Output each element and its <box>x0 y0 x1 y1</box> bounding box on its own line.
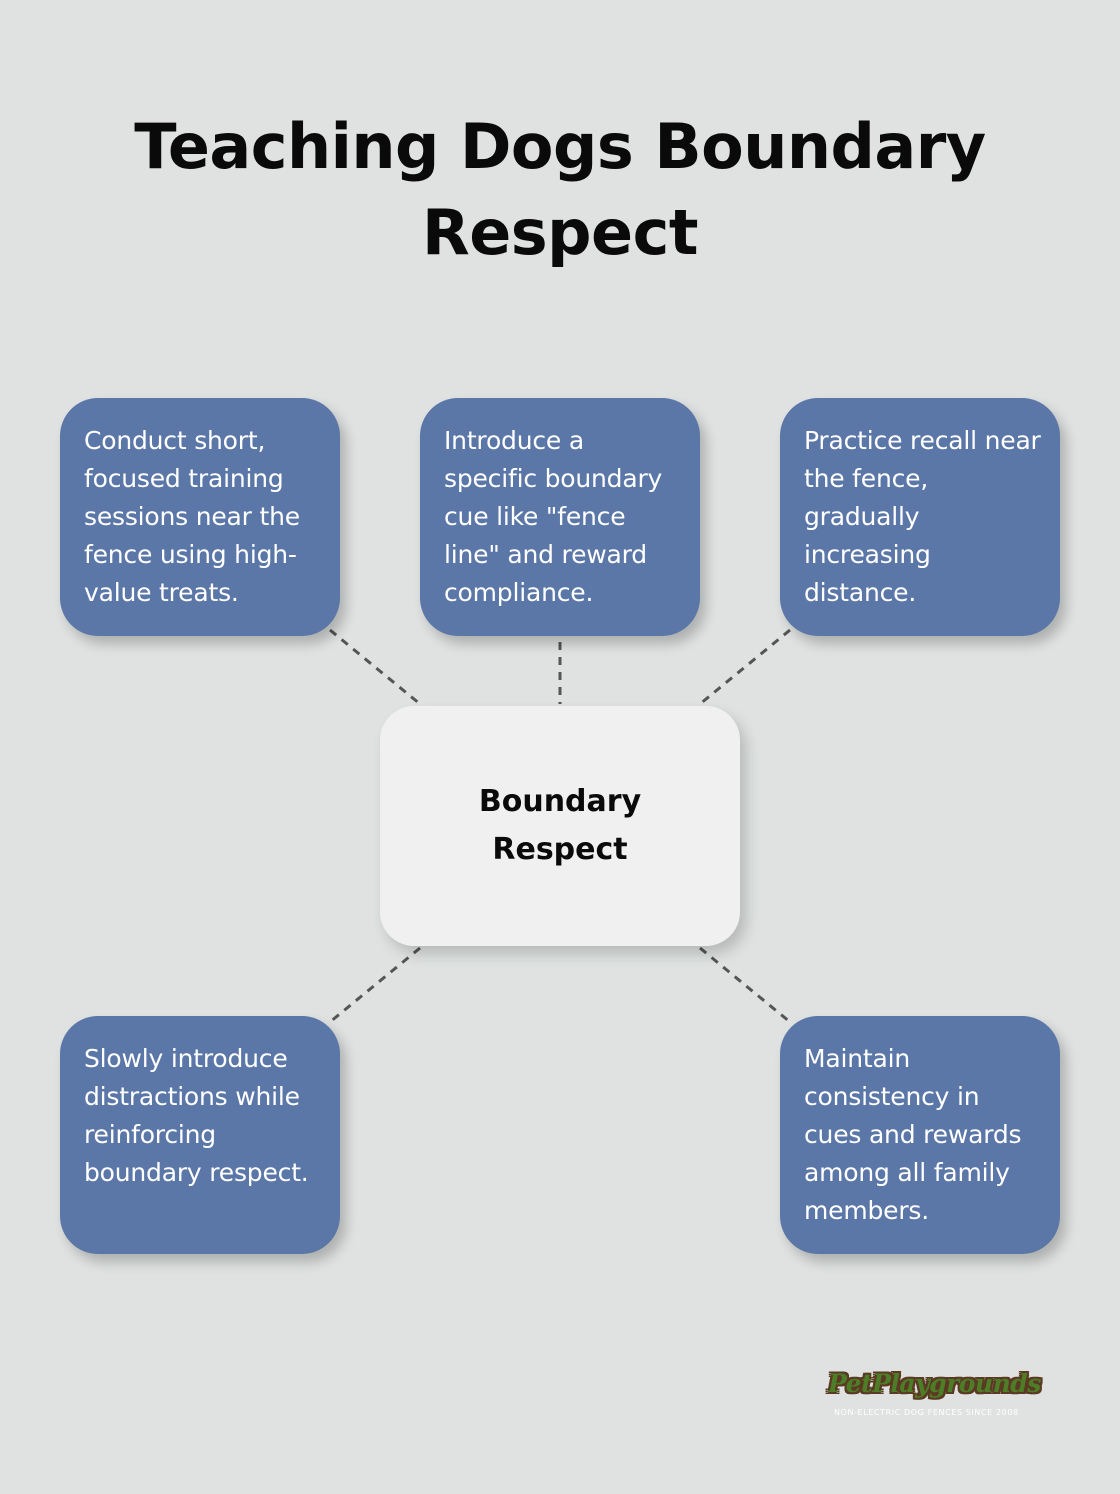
page-title: Teaching Dogs Boundary Respect <box>134 110 986 269</box>
logo-wordmark: PetPlaygrounds <box>828 1369 1041 1398</box>
center-node: Boundary Respect <box>380 706 740 946</box>
node-text: Conduct short, focused training sessions… <box>84 426 300 607</box>
node-text: Slowly introduce distractions while rein… <box>84 1044 309 1187</box>
connector-top-left <box>329 628 421 706</box>
connector-bottom-right <box>699 946 791 1024</box>
node-text: Introduce a specific boundary cue like "… <box>444 426 663 607</box>
logo-tagline: NON-ELECTRIC DOG FENCES SINCE 2008 <box>834 1408 1019 1417</box>
node-boundary-cue: Introduce a specific boundary cue like "… <box>420 398 700 636</box>
node-text: Maintain consistency in cues and rewards… <box>804 1044 1022 1225</box>
node-practice-recall: Practice recall near the fence, graduall… <box>780 398 1060 636</box>
node-training-sessions: Conduct short, focused training sessions… <box>60 398 340 636</box>
node-consistency: Maintain consistency in cues and rewards… <box>780 1016 1060 1254</box>
connector-top-right <box>699 628 791 706</box>
connector-bottom-left <box>329 946 421 1024</box>
brand-logo: PetPlaygrounds NON-ELECTRIC DOG FENCES S… <box>828 1364 1052 1424</box>
center-label: Boundary Respect <box>478 784 642 867</box>
node-text: Practice recall near the fence, graduall… <box>804 426 1041 607</box>
node-distractions: Slowly introduce distractions while rein… <box>60 1016 340 1254</box>
